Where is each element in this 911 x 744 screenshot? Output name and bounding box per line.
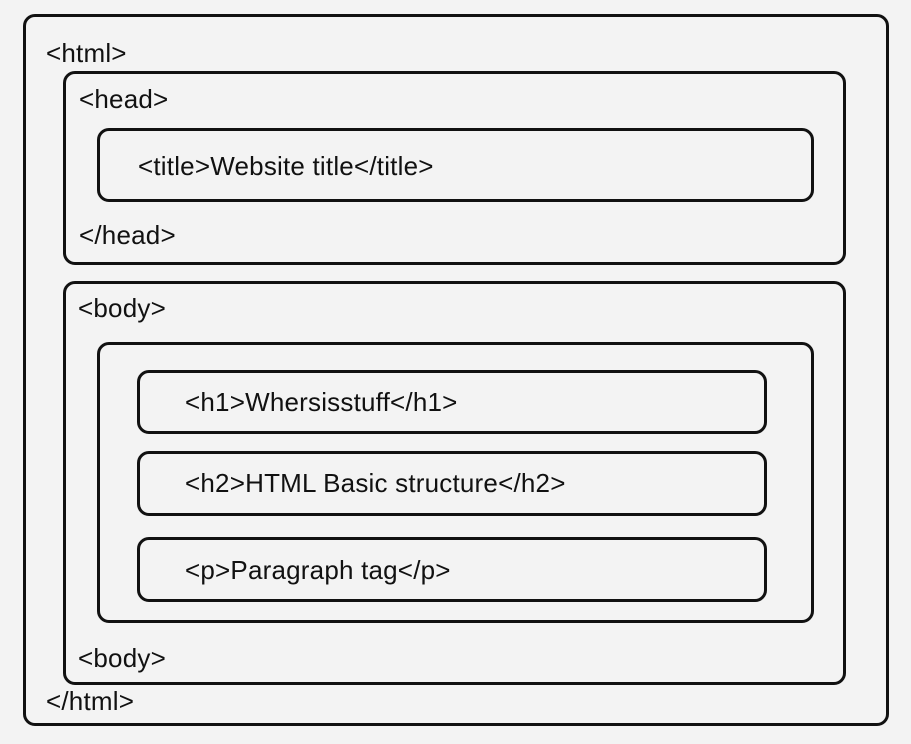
title-tag: <title>Website title</title> [138,151,434,181]
head-open-tag: <head> [79,84,169,114]
body-open-tag: <body> [78,293,166,323]
h1-element-box [137,370,767,434]
h1-tag: <h1>Whersisstuff</h1> [185,387,458,417]
head-element-box [63,71,846,265]
body-close-tag: <body> [78,643,166,673]
p-element-box [137,537,767,602]
title-element-box [97,128,814,202]
html-close-tag: </html> [46,686,135,716]
h2-tag: <h2>HTML Basic structure</h2> [185,468,566,498]
head-close-tag: </head> [79,220,176,250]
p-tag: <p>Paragraph tag</p> [185,555,451,585]
body-content-box [97,342,814,623]
html-element-box [23,14,889,726]
body-element-box [63,281,846,685]
html-open-tag: <html> [46,38,127,68]
h2-element-box [137,451,767,516]
